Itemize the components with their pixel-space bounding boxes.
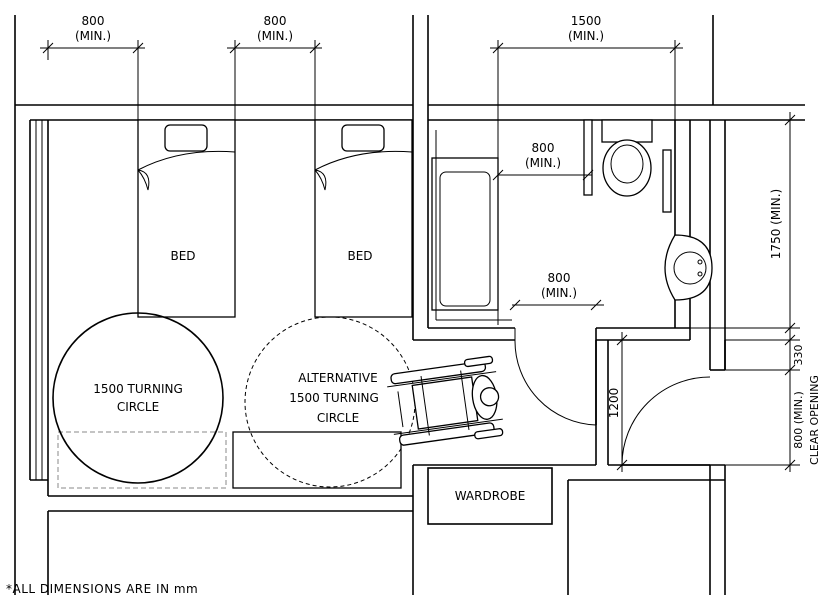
dim-bath-door-note: (MIN.) xyxy=(541,286,577,300)
dim-bath-depth: 1750 (MIN.) xyxy=(769,189,783,259)
turning-circle xyxy=(52,312,224,484)
desk-right xyxy=(232,431,402,489)
alt-circle-label-1: ALTERNATIVE xyxy=(298,371,377,385)
dim-bath-width-note: (MIN.) xyxy=(568,29,604,43)
entry-door xyxy=(621,340,711,466)
bathtub xyxy=(431,130,512,321)
desk-left xyxy=(57,431,227,489)
bed-right-label: BED xyxy=(347,249,372,263)
dim-bed2-note: (MIN.) xyxy=(257,29,293,43)
dim-entry-opening-1: 800 (MIN.) xyxy=(792,391,805,449)
toilet xyxy=(583,119,672,213)
dimension-lines xyxy=(40,40,800,472)
dim-bed1-note: (MIN.) xyxy=(75,29,111,43)
alt-circle-label-2: 1500 TURNING xyxy=(289,391,379,405)
turning-circle-label-1: 1500 TURNING xyxy=(93,382,183,396)
dim-bed1-value: 800 xyxy=(82,14,105,28)
dim-toilet-side-note: (MIN.) xyxy=(525,156,561,170)
dim-bath-width-value: 1500 xyxy=(571,14,602,28)
wardrobe xyxy=(427,467,553,525)
dim-entry-offset: 330 xyxy=(792,345,805,366)
walls xyxy=(14,15,805,595)
bed-left-label: BED xyxy=(170,249,195,263)
dim-bath-door-value: 800 xyxy=(548,271,571,285)
bed-right xyxy=(314,119,413,318)
dim-entry-opening-2: CLEAR OPENING xyxy=(808,375,821,465)
alt-circle-label-3: CIRCLE xyxy=(317,411,359,425)
dim-toilet-side-value: 800 xyxy=(532,141,555,155)
footnote: *ALL DIMENSIONS ARE IN mm xyxy=(6,582,199,596)
washbasin xyxy=(664,234,713,301)
bathroom-door xyxy=(514,328,597,426)
bed-left xyxy=(137,119,236,318)
dim-corridor: 1200 xyxy=(607,388,621,419)
wheelchair-icon xyxy=(387,355,504,446)
turning-circle-label-2: CIRCLE xyxy=(117,400,159,414)
dim-bed2-value: 800 xyxy=(264,14,287,28)
wardrobe-label: WARDROBE xyxy=(455,489,526,503)
